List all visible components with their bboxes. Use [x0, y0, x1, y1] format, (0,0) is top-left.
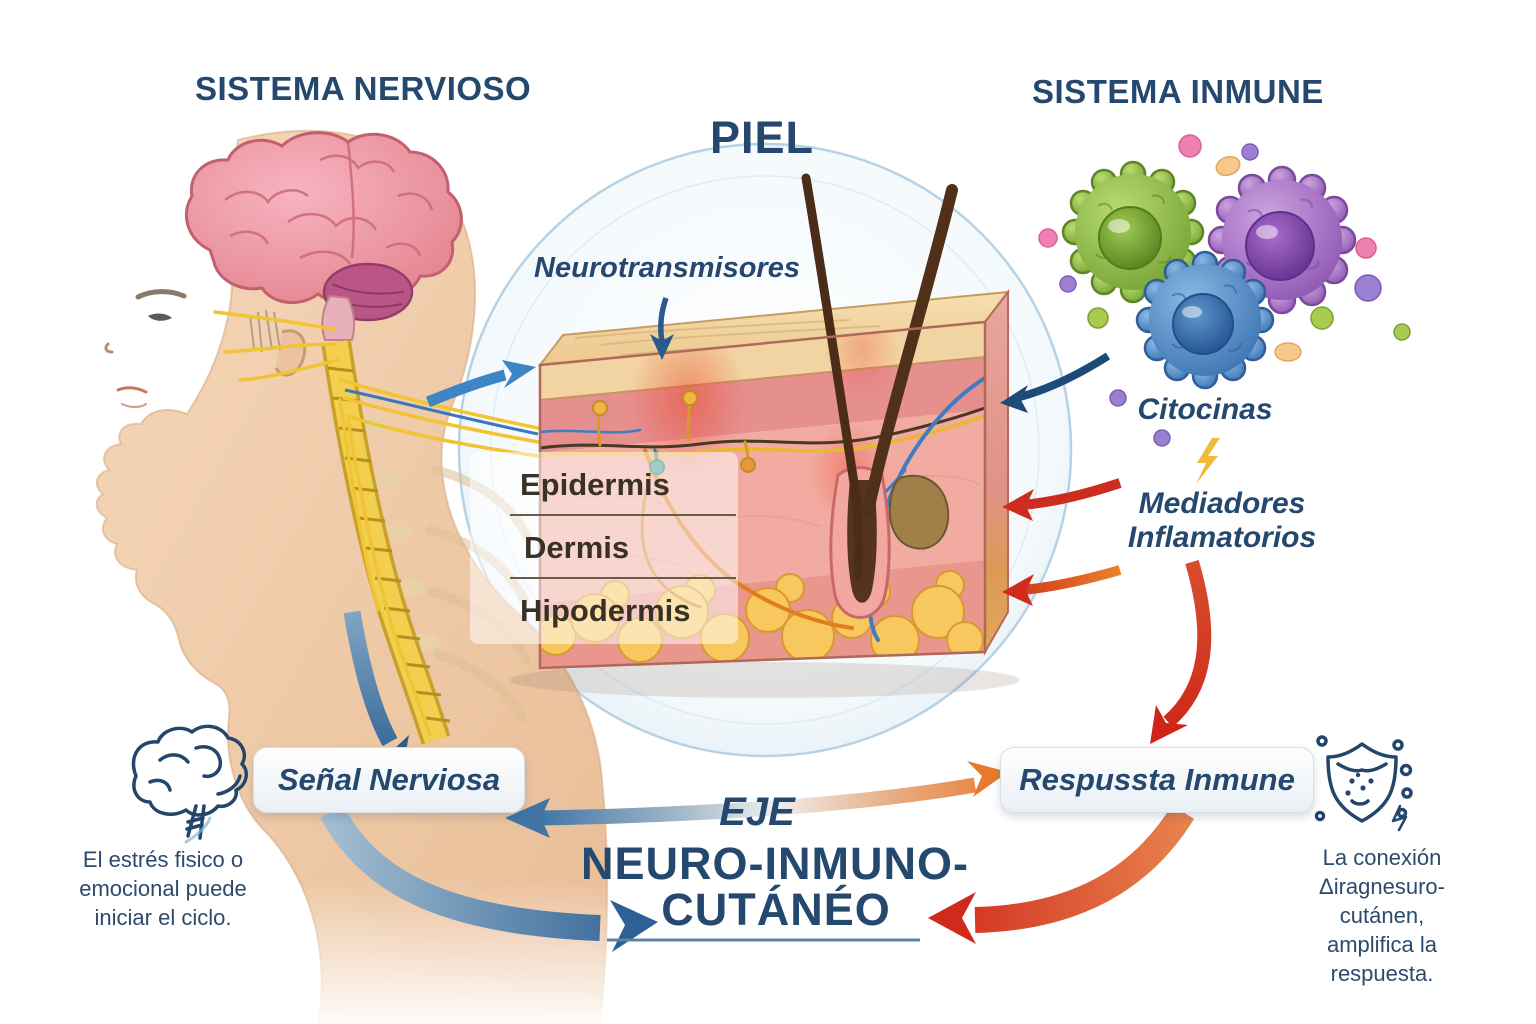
- inflammatory-mediators-label-line1: Mediadores: [1138, 487, 1306, 520]
- dermis-label: Dermis: [524, 530, 630, 565]
- axis-title-line2: NEURO-INMUNO-: [581, 838, 969, 889]
- hipodermis-label: Hipodermis: [520, 593, 691, 628]
- epidermis-label: Epidermis: [520, 467, 670, 502]
- lightning-bolt-icon: [1196, 438, 1220, 484]
- blue-nerve-fiber: [344, 388, 539, 436]
- brainstem: [321, 294, 356, 341]
- blue-immune-cell: [1135, 250, 1275, 390]
- immune-response-label: Respussta Inmune: [1019, 762, 1295, 797]
- immune-system-title: SISTEMA INMUNE: [1032, 73, 1324, 110]
- layer-legend: [470, 452, 738, 644]
- nerve-signal-label: Señal Nerviosa: [277, 762, 501, 797]
- eyebrow: [135, 289, 187, 300]
- stress-note: El estrés fisico o emocional puede inici…: [79, 845, 247, 932]
- connection-note: La conexión Δiragnesuro-cutánen, amplifi…: [1305, 843, 1459, 988]
- nervous-system-title: SISTEMA NERVIOSO: [195, 70, 532, 107]
- cytokine-dots: [1038, 134, 1411, 447]
- brain-gyri: [224, 141, 434, 265]
- nerve-signal-box: Señal Nerviosa: [253, 747, 525, 813]
- skin-title: PIEL: [709, 112, 815, 163]
- hair-shaft: [862, 184, 958, 518]
- immune-cells-illustration: [1038, 134, 1411, 447]
- sebaceous-gland: [888, 474, 950, 550]
- lips: [116, 386, 148, 394]
- immune-to-skin-arrow: [1000, 352, 1111, 413]
- nerve-to-skin-arrow: [425, 360, 536, 408]
- connection-note-line3: amplifica la respuesta.: [1326, 932, 1438, 986]
- inflammatory-mediators-label-line2: Inflamatorios: [1127, 521, 1317, 554]
- skin-block-illustration: [470, 173, 1020, 698]
- stress-note-line1: El estrés fisico o: [82, 847, 244, 872]
- cytokines-label: Citocinas: [1137, 393, 1273, 426]
- stress-note-line3: iniciar el ciclo.: [94, 905, 232, 930]
- body-fade: [120, 880, 640, 1024]
- hair-shaft: [801, 173, 864, 580]
- immune-response-box: Respussta Inmune: [1000, 747, 1314, 813]
- neurotransmitters-label: Neurotransmisores: [534, 252, 800, 284]
- immune-response-cycle-arrow: [928, 805, 1195, 944]
- axis-bidirectional-arrow: [505, 761, 1008, 838]
- mediators-to-skin-arrow-lower: [1002, 565, 1122, 606]
- brain-icon: [131, 724, 248, 844]
- neurotransmitter-down-arrow: [650, 297, 674, 360]
- stress-note-line2: emocional puede: [79, 876, 247, 901]
- axis-title-eje: EJE: [719, 790, 795, 834]
- connection-note-line1: La conexión: [1322, 845, 1442, 870]
- mediators-to-skin-arrow-upper: [1002, 478, 1122, 521]
- connection-note-line2: Δiragnesuro-cutánen,: [1319, 874, 1445, 928]
- eye: [148, 313, 172, 321]
- mediators-to-response-arrow: [1150, 560, 1212, 744]
- brain-illustration: [184, 131, 463, 341]
- shield-icon: [1314, 735, 1413, 832]
- axis-title-line3: CUTÁNÉO: [661, 884, 891, 935]
